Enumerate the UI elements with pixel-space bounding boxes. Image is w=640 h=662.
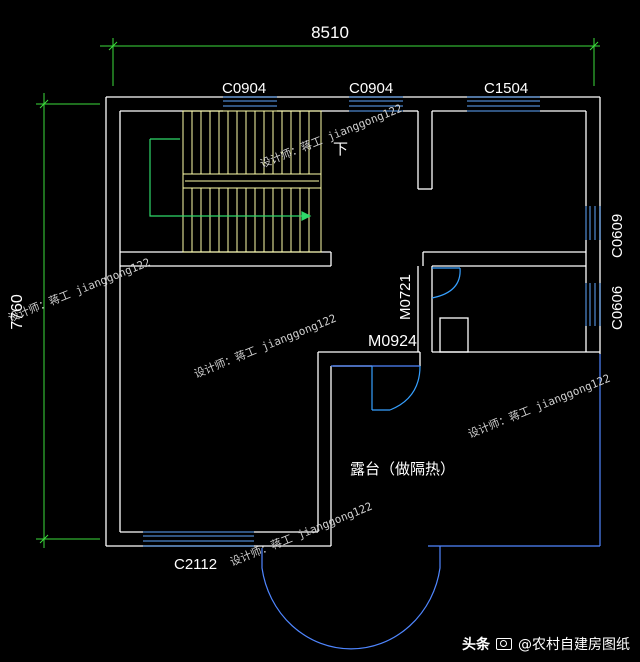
watermark-1: 设计师：蒋工 jianggong122	[258, 102, 404, 171]
depth-dimension-label: 7760	[9, 294, 26, 330]
stair: 下	[149, 110, 348, 253]
footer-author: @农村自建房图纸	[518, 637, 630, 653]
window-c1504	[467, 96, 540, 112]
window-label-c1504: C1504	[484, 80, 528, 97]
window-c0904-left	[223, 96, 277, 112]
window-label-c0609: C0609	[609, 214, 626, 258]
window-c0606	[585, 283, 601, 326]
watermark-2: 设计师：蒋工 jianggong122	[6, 256, 152, 325]
footer-brand: 头条	[462, 637, 490, 653]
door-label-m0721: M0721	[397, 274, 414, 320]
door-m0924	[371, 365, 421, 411]
door-m0721	[431, 267, 461, 299]
window-label-c0606: C0606	[609, 286, 626, 330]
window-label-c0904-left: C0904	[222, 80, 266, 97]
window-c0609	[585, 206, 601, 240]
window-c0904-right	[349, 96, 403, 112]
stair-treads	[182, 110, 322, 253]
bay-arc	[261, 546, 441, 650]
terrace-label: 露台（做隔热）	[350, 461, 455, 478]
window-label-c2112: C2112	[174, 556, 217, 573]
terrace-outline	[261, 354, 601, 650]
stair-arrow	[149, 138, 312, 221]
source-footer: 头条 @农村自建房图纸	[462, 634, 630, 654]
windows	[143, 96, 601, 547]
watermark-5: 设计师：蒋工 jianggong122	[228, 500, 374, 569]
watermark-4: 设计师：蒋工 jianggong122	[466, 372, 612, 441]
window-c2112	[143, 531, 254, 547]
window-label-c0904-right: C0904	[349, 80, 393, 97]
width-dimension-label: 8510	[311, 23, 349, 42]
walls	[105, 96, 601, 547]
door-label-m0924: M0924	[368, 333, 417, 350]
watermark-3: 设计师：蒋工 jianggong122	[192, 312, 338, 381]
doors	[371, 267, 461, 411]
camera-icon	[496, 638, 512, 650]
stair-down-label: 下	[333, 141, 348, 158]
dimension-lines	[36, 38, 600, 548]
